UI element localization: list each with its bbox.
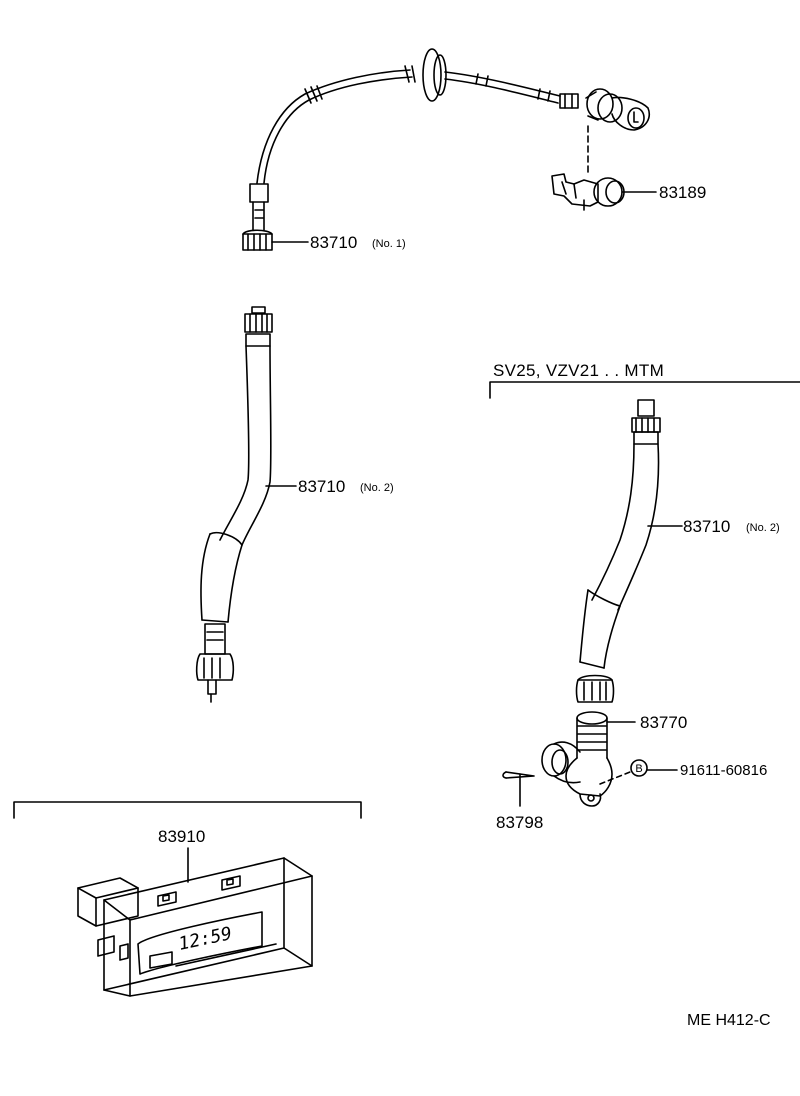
cable-no2-right-part-number: 83710	[683, 517, 730, 536]
figure-code: ME H412-C	[687, 1012, 771, 1029]
cable-no1-part-number: 83710	[310, 233, 357, 252]
speedometer-cable-no2-right	[575, 399, 683, 703]
speedometer-adapter-83770	[541, 711, 678, 807]
cable-no2-right-suffix: (No. 2)	[746, 522, 780, 534]
speedometer-cable-no1	[242, 48, 650, 251]
variant-header: SV25, VZV21 . . MTM	[493, 361, 664, 380]
clock-part-number: 83910	[158, 827, 205, 846]
clamp-part-number: 83189	[659, 183, 706, 202]
cable-no2-left-part-number: 83710	[298, 477, 345, 496]
variant-bracket	[489, 381, 800, 399]
bolt-callout-letter: B	[635, 763, 642, 775]
adapter-part-number: 83770	[640, 713, 687, 732]
pin-part-number: 83798	[496, 813, 543, 832]
cable-clamp-83189	[551, 125, 657, 211]
clock-bracket	[13, 801, 362, 883]
bolt-part-number: 91611-60816	[680, 762, 767, 779]
cable-no1-suffix: (No. 1)	[372, 238, 406, 250]
speedometer-cable-no2-left	[195, 306, 297, 703]
pin-83798	[502, 771, 535, 807]
cable-no2-left-suffix: (No. 2)	[360, 482, 394, 494]
clock-83910	[77, 857, 313, 997]
